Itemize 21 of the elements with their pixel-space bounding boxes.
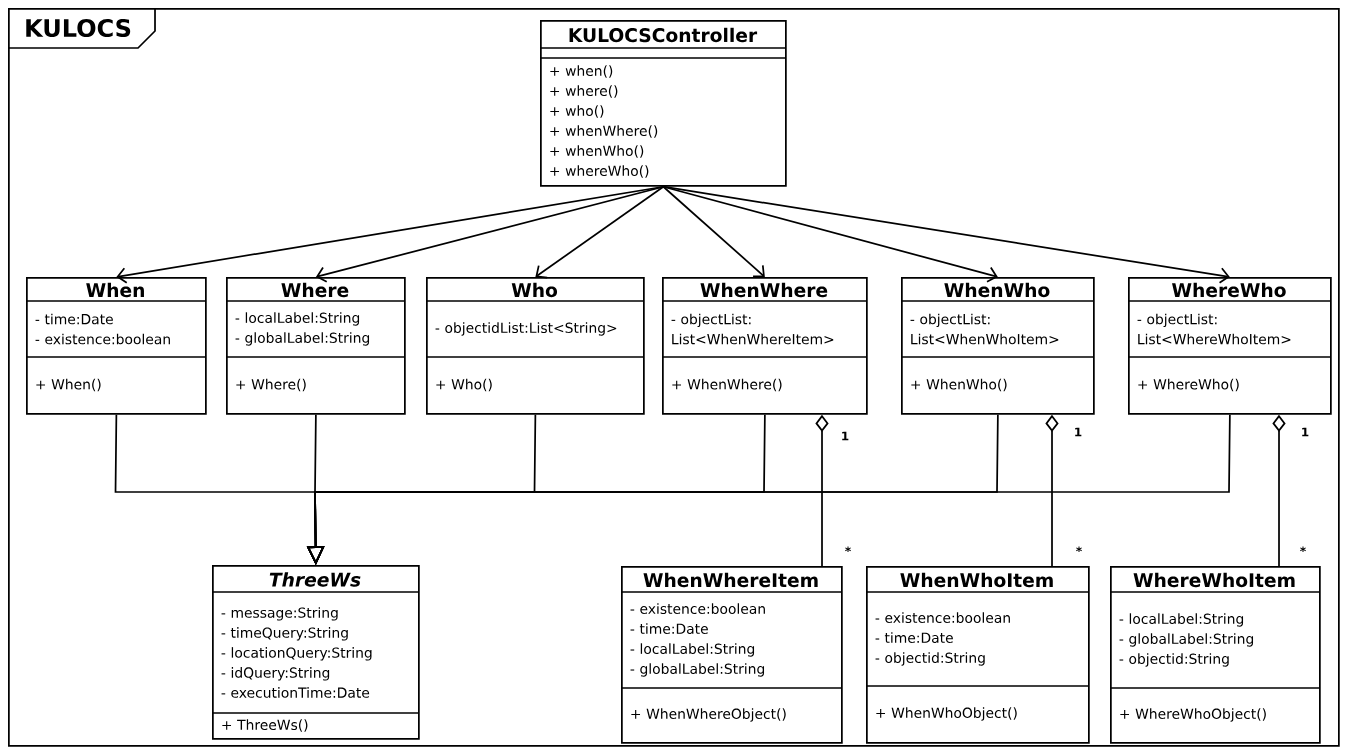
multiplicity-label: 1 <box>1075 427 1082 437</box>
multiplicity-label: * <box>1076 546 1082 553</box>
class-box: WhenWhereItem - existence:boolean - time:Date - localLabel:String - globalLabel:String + WhenWhereObject() <box>620 566 843 744</box>
multiplicity-label: * <box>1300 546 1306 553</box>
class-box: Where - localLabel:String - globalLabel:String + Where() <box>225 277 406 415</box>
class-box: WhenWho - objectList: List<WhenWhoItem> + WhenWho() <box>900 277 1095 415</box>
class-box: WhereWho - objectList: List<WhereWhoItem> + WhereWho() <box>1127 277 1332 415</box>
class-box: When - time:Date - existence:boolean + When() <box>25 277 207 415</box>
class-box: Who - objectidList:List<String> + Who() <box>425 277 645 415</box>
multiplicity-label: 1 <box>842 431 849 441</box>
arrow <box>535 185 665 279</box>
arrow <box>662 185 765 278</box>
multiplicity-label: * <box>845 546 851 553</box>
class-box: KULOCSController + when() + where() + who() + whenWhere() + whenWho() + whereWho() <box>539 20 787 187</box>
class-box: WhenWhoItem - existence:boolean - time:Date - objectid:String + WhenWhoObject() <box>865 566 1090 744</box>
arrow <box>662 185 1230 284</box>
class-box: ThreeWs - message:String - timeQuery:String - locationQuery:String - idQuery:String - executionTime:Date + ThreeWs() <box>211 565 420 740</box>
class-box: WhenWhere - objectList: List<WhenWhereItem> + WhenWhere() <box>661 277 868 415</box>
class-box: WhereWhoItem - localLabel:String - globalLabel:String - objectid:String + WhereWhoObject() <box>1109 566 1321 744</box>
multiplicity-label: 1 <box>1302 427 1309 437</box>
arrow <box>315 185 665 283</box>
